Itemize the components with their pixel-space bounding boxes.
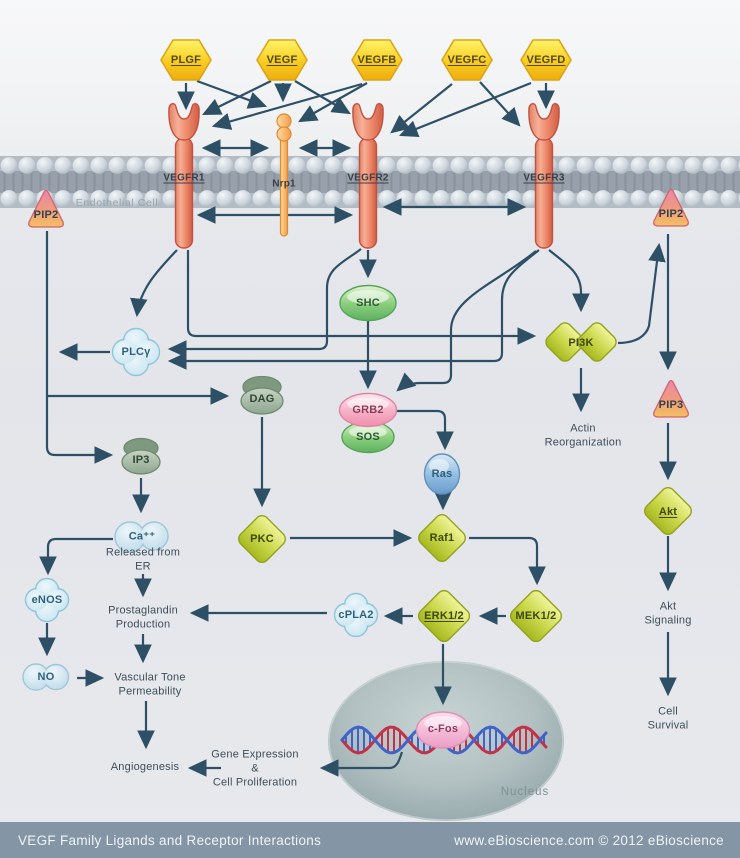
ras-shape <box>423 453 461 495</box>
enos-shape <box>24 577 70 623</box>
footer-credit: www.eBioscience.com © 2012 eBioscience <box>454 832 724 848</box>
vegf-hexagon[interactable] <box>256 39 308 81</box>
ca-shape <box>114 521 169 553</box>
akt-diamond[interactable] <box>642 485 694 537</box>
vegfr2-receptor[interactable] <box>352 103 384 249</box>
no-shape <box>22 663 70 691</box>
pip2-right-triangle <box>653 188 689 227</box>
cfos-shape <box>415 711 471 749</box>
erk-diamond[interactable] <box>416 588 473 645</box>
raf1-diamond <box>418 514 466 562</box>
cpla2-shape <box>333 592 379 638</box>
vegfr1-receptor[interactable] <box>168 103 200 249</box>
pi3k-shape <box>545 322 617 362</box>
vegfd-hexagon[interactable] <box>520 39 572 81</box>
footer-title: VEGF Family Ligands and Receptor Interac… <box>18 832 322 848</box>
ip3-shape <box>121 437 161 475</box>
footer-bar: VEGF Family Ligands and Receptor Interac… <box>0 822 740 858</box>
mek-diamond <box>509 589 563 643</box>
shc-shape <box>339 284 397 322</box>
vegfc-hexagon[interactable] <box>441 39 493 81</box>
vegfb-hexagon[interactable] <box>351 39 403 81</box>
pip2-left-triangle <box>28 189 64 228</box>
signal-arrows <box>38 79 677 777</box>
plgf-hexagon[interactable] <box>160 39 212 81</box>
dag-shape <box>240 375 284 415</box>
nrp1-receptor <box>276 113 292 237</box>
grb2-shape <box>338 392 398 428</box>
pkc-diamond <box>238 515 286 563</box>
plcg-shape <box>111 327 161 377</box>
vegfr3-receptor[interactable] <box>528 103 560 249</box>
pip3-triangle <box>653 379 689 418</box>
